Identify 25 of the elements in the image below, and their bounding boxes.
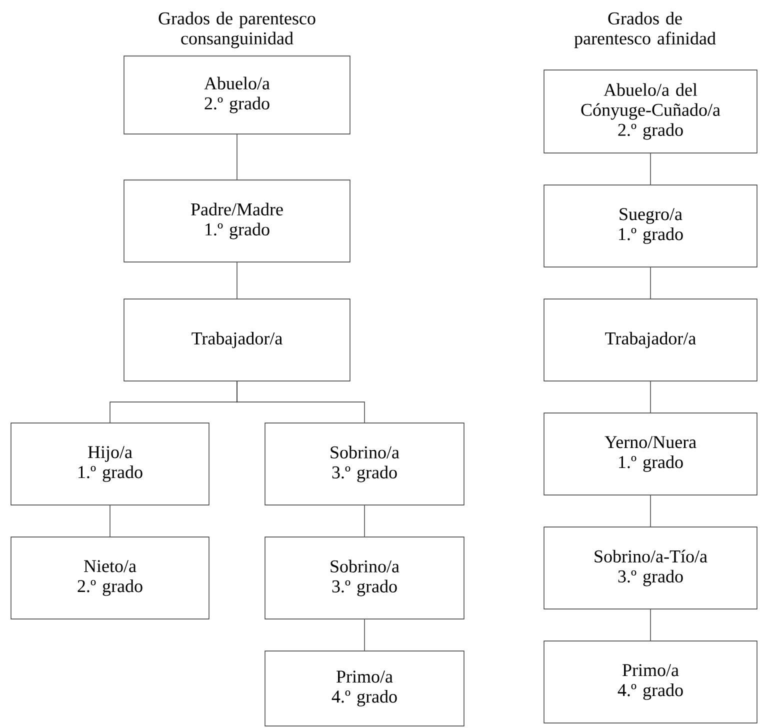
connector-line xyxy=(650,609,651,641)
kinship-box: Sobrino/a 3.º grado xyxy=(264,422,464,506)
column-heading: Grados de parentesco afinidad xyxy=(574,12,716,48)
connector-line xyxy=(236,262,238,299)
kinship-box: Primo/a 4.º grado xyxy=(544,640,758,724)
kinship-box: Nieto/a 2.º grado xyxy=(10,536,210,620)
kinship-box: Suegro/a 1.º grado xyxy=(544,184,758,268)
kinship-box: Trabajador/a xyxy=(544,298,758,382)
kinship-box: Padre/Madre 1.º grado xyxy=(124,180,350,262)
kinship-box: Yerno/Nuera 1.º grado xyxy=(544,412,758,496)
connector-line xyxy=(236,134,238,180)
kinship-box: Primo/a 4.º grado xyxy=(264,650,464,726)
kinship-box: Sobrino/a 3.º grado xyxy=(264,536,464,620)
kinship-box: Abuelo/a 2.º grado xyxy=(124,56,350,134)
kinship-box: Hijo/a 1.º grado xyxy=(10,422,210,506)
connector-line xyxy=(650,153,651,185)
kinship-box: Trabajador/a xyxy=(124,298,350,382)
connector-line xyxy=(650,381,651,413)
connector-line xyxy=(650,267,651,299)
kinship-box: Sobrino/a-Tío/a 3.º grado xyxy=(544,526,758,610)
connector-line xyxy=(650,495,651,527)
connector-line xyxy=(364,619,365,651)
kinship-box: Abuelo/a del Cónyuge-Cuñado/a 2.º grado xyxy=(544,70,758,154)
connector-line xyxy=(364,505,365,537)
connector-line xyxy=(236,381,365,423)
